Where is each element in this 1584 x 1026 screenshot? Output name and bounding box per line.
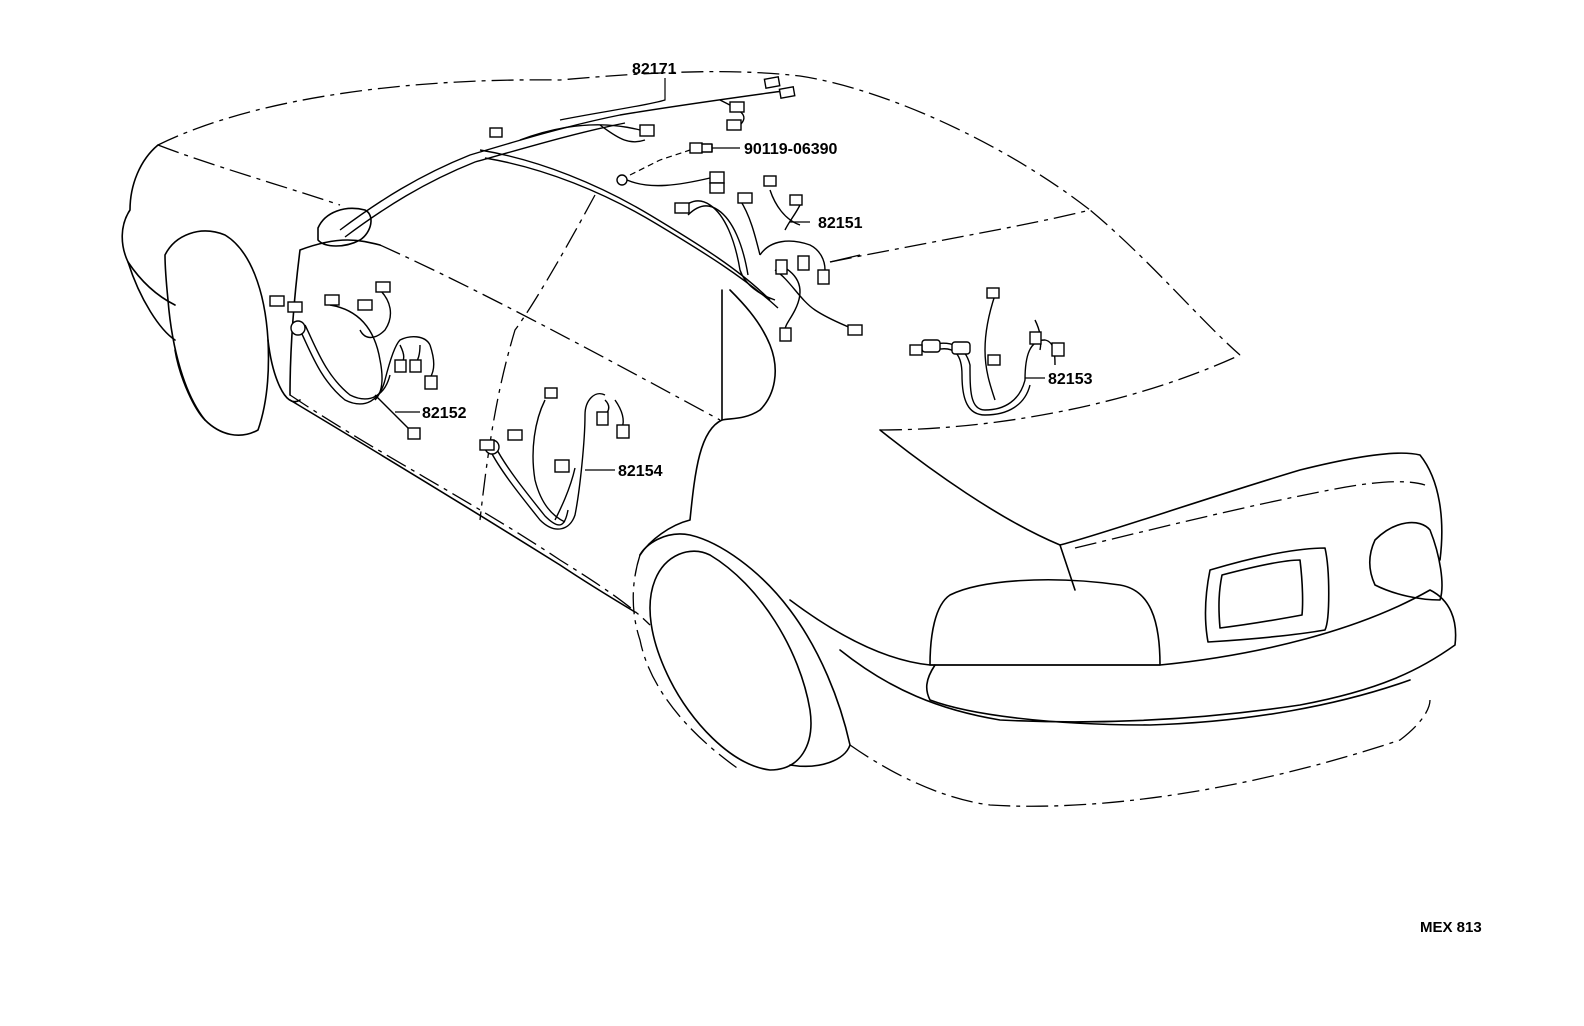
label-90119-06390: 90119-06390 xyxy=(744,141,838,158)
rear-wheel-arch xyxy=(639,533,851,768)
rear-bumper-lower xyxy=(925,664,1411,726)
tail-light-right xyxy=(1368,521,1443,601)
label-82171: 82171 xyxy=(632,61,677,78)
car-body xyxy=(121,70,1457,807)
front-body xyxy=(121,144,176,306)
front-wheel-inner xyxy=(174,339,301,421)
harness-82154 xyxy=(479,387,630,530)
rear-door-edge xyxy=(639,289,723,556)
front-door xyxy=(289,239,381,396)
roof-edge xyxy=(157,70,1091,211)
harness-82151 xyxy=(674,175,863,342)
harness-82153 xyxy=(909,287,1065,416)
label-82154: 82154 xyxy=(618,463,663,480)
front-door-top xyxy=(379,244,721,421)
sill-line xyxy=(289,394,651,626)
trunk-lid xyxy=(879,429,1443,561)
sill-line-solid xyxy=(289,399,636,613)
license-plate-recess xyxy=(1204,547,1330,643)
front-wheel-arch xyxy=(164,230,270,436)
rear-wheel-lower xyxy=(632,554,741,771)
a-pillar-line xyxy=(157,144,341,206)
front-bumper xyxy=(127,261,176,341)
label-82151: 82151 xyxy=(818,215,863,232)
harness-82171 xyxy=(339,76,796,309)
trunk-edge xyxy=(1059,544,1076,591)
label-82152: 82152 xyxy=(422,405,467,422)
side-mirror xyxy=(317,207,372,247)
trunk-shut-line xyxy=(1074,481,1426,549)
bolt-90119-06390 xyxy=(629,142,740,176)
harness-82152 xyxy=(269,281,438,440)
label-82153: 82153 xyxy=(1048,371,1093,388)
c-pillar xyxy=(721,289,776,421)
rear-window-top xyxy=(829,209,1241,356)
rear-bumper xyxy=(789,589,1457,723)
rear-underbody xyxy=(849,699,1431,807)
catalog-code: MEX 813 xyxy=(1420,919,1482,936)
b-pillar xyxy=(479,194,596,521)
tail-light-left xyxy=(929,578,1161,666)
rear-window-bottom xyxy=(879,354,1241,431)
rear-wheel xyxy=(649,550,812,771)
license-plate xyxy=(1218,559,1304,629)
